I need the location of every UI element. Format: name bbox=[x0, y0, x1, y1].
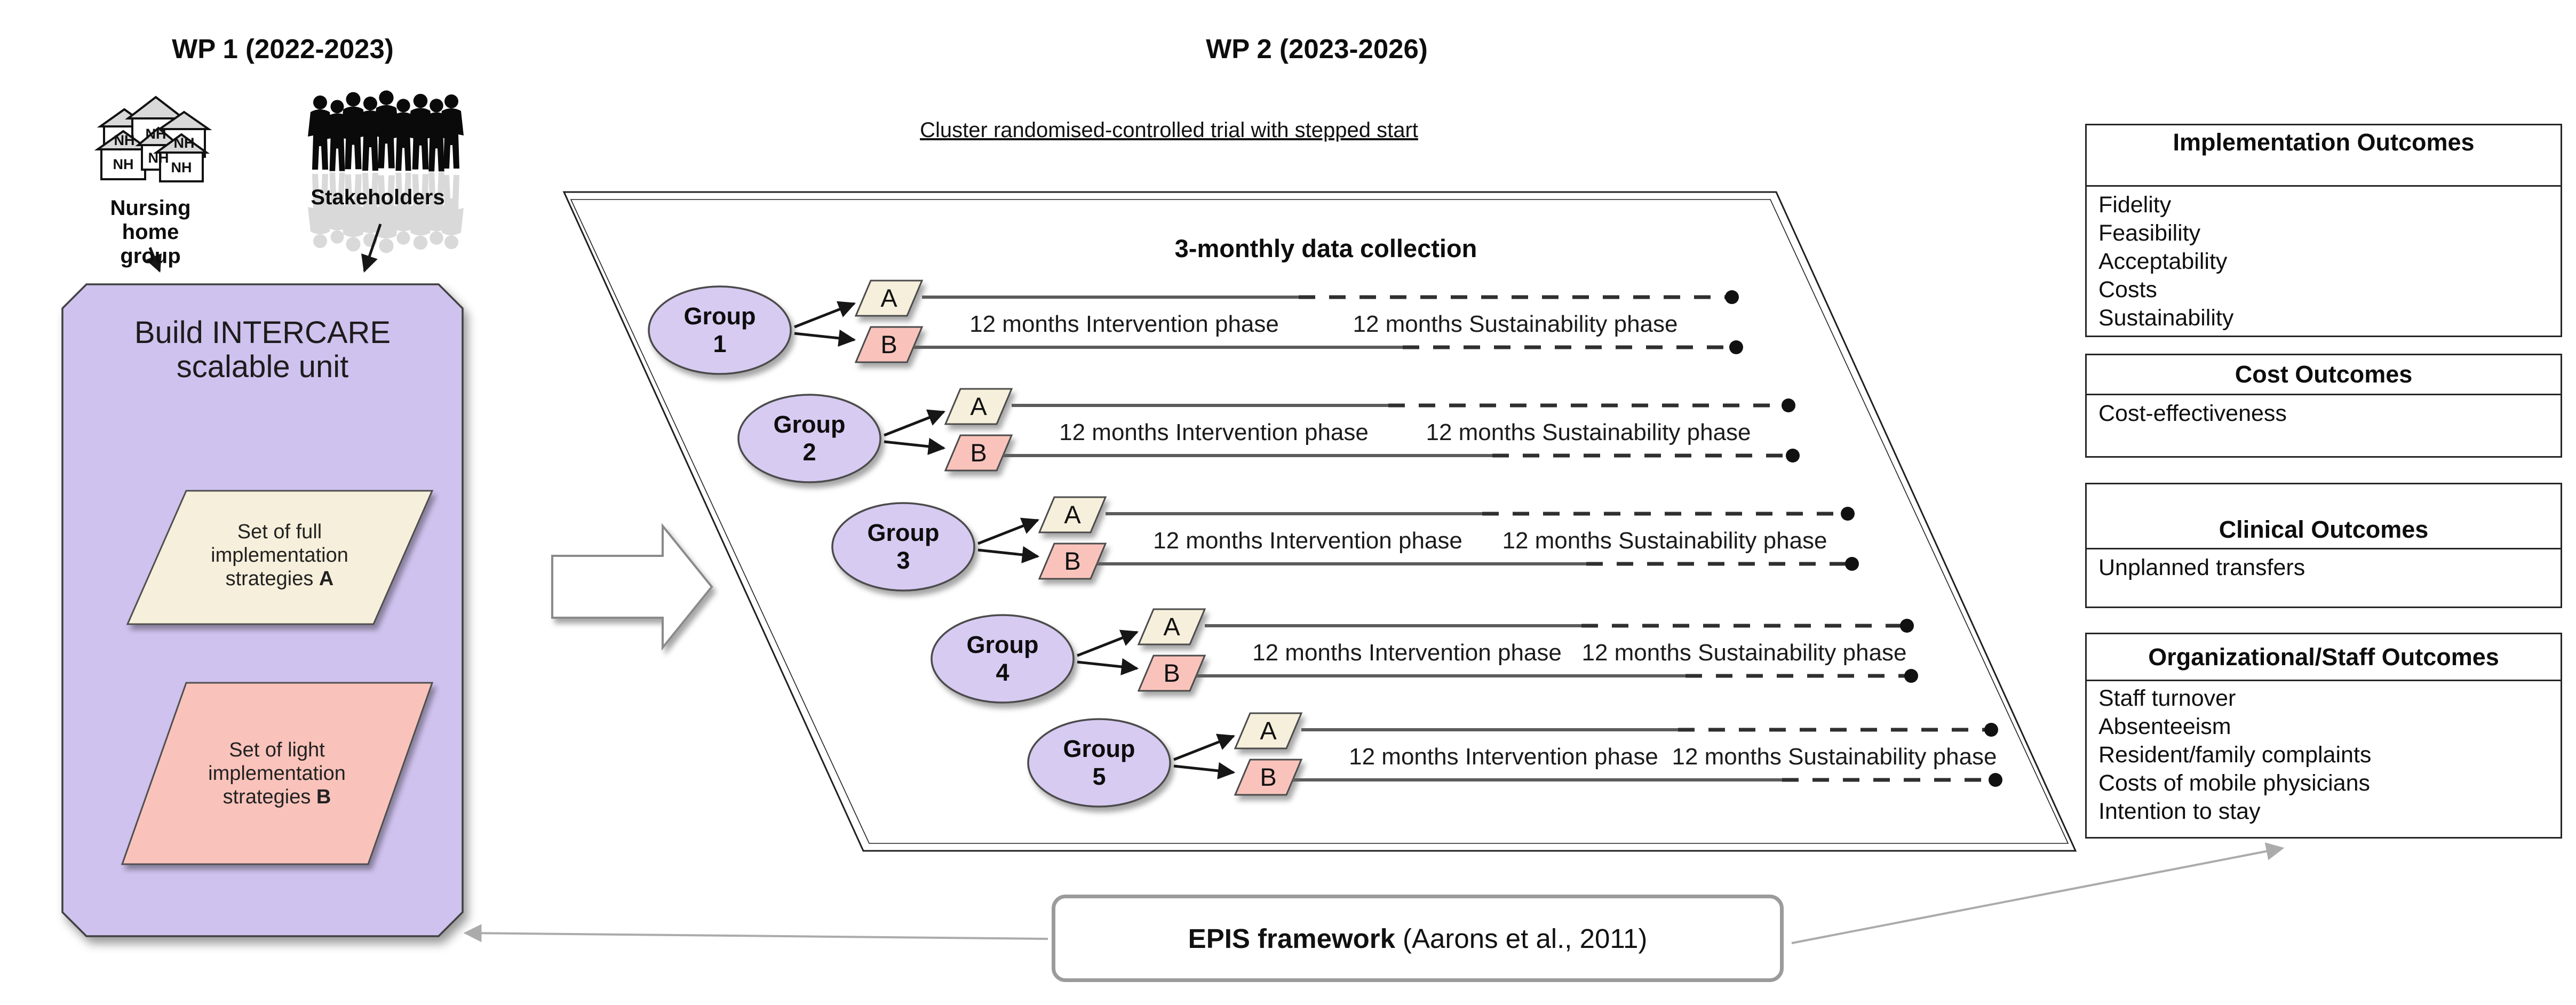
group-2-sustainability-label: 12 months Sustainability phase bbox=[1426, 419, 1751, 445]
group-2-intervention-label: 12 months Intervention phase bbox=[1059, 419, 1369, 445]
group-3-row bbox=[831, 496, 1859, 592]
epis-framework-box: EPIS framework (Aarons et al., 2011) bbox=[1052, 895, 1784, 982]
outcome-item: Acceptability bbox=[2098, 249, 2228, 274]
group-4-intervention-label: 12 months Intervention phase bbox=[1252, 640, 1562, 666]
trial-parallelogram-outer bbox=[562, 191, 2077, 852]
stakeholders-to-box-arrow bbox=[361, 224, 382, 273]
outcome-item: Intention to stay bbox=[2098, 799, 2261, 824]
group-2-arm-a: A bbox=[970, 392, 987, 420]
group-2-arm-b: B bbox=[970, 438, 987, 467]
group-1-sustainability-label: 12 months Sustainability phase bbox=[1353, 311, 1678, 337]
group-5-row bbox=[1027, 712, 2002, 808]
nursing-home-label: Nursing home group bbox=[110, 196, 191, 268]
group-1-intervention-label: 12 months Intervention phase bbox=[969, 311, 1279, 337]
strategy-a-shape bbox=[126, 490, 434, 625]
crowd-reflection bbox=[308, 172, 464, 253]
cost-outcomes-list: Cost-effectiveness bbox=[2087, 395, 2561, 428]
trial-parallelogram-inner bbox=[570, 199, 2069, 844]
nursing-home-icon: NH NH NH NH NH NH bbox=[94, 95, 212, 182]
group-3-sustainability-label: 12 months Sustainability phase bbox=[1502, 528, 1827, 554]
outcome-item: Costs bbox=[2098, 277, 2157, 302]
wp1-to-wp2-block-arrow bbox=[551, 523, 713, 651]
svg-text:NH: NH bbox=[114, 132, 135, 148]
outcome-item: Resident/family complaints bbox=[2098, 742, 2372, 768]
group-1-arm-a: A bbox=[880, 284, 897, 312]
strategy-b-shape bbox=[121, 682, 434, 865]
outcome-item: Absenteeism bbox=[2098, 714, 2231, 739]
epis-framework-title: EPIS framework bbox=[1188, 923, 1395, 954]
epis-framework-citation: (Aarons et al., 2011) bbox=[1403, 923, 1648, 954]
epis-to-wp1-arrow bbox=[463, 924, 1048, 943]
group-2-row bbox=[737, 388, 1800, 483]
cost-outcomes-title: Cost Outcomes bbox=[2087, 355, 2561, 395]
group-4-row bbox=[931, 608, 1918, 704]
data-collection-label: 3-monthly data collection bbox=[1174, 234, 1477, 262]
outcome-item: Staff turnover bbox=[2098, 685, 2236, 711]
group-4-arm-a: A bbox=[1163, 612, 1180, 641]
organizational-staff-outcomes-list: Staff turnover Absenteeism Resident/fami… bbox=[2087, 681, 2561, 826]
group-3-arm-a: A bbox=[1064, 500, 1081, 529]
svg-text:NH: NH bbox=[171, 159, 192, 176]
outcome-item: Cost-effectiveness bbox=[2098, 401, 2287, 426]
implementation-outcomes-box: Implementation Outcomes Fidelity Feasibi… bbox=[2085, 124, 2562, 337]
stakeholders-label: Stakeholders bbox=[311, 186, 445, 209]
outcome-item: Feasibility bbox=[2098, 220, 2201, 246]
outcome-item: Fidelity bbox=[2098, 192, 2172, 218]
clinical-outcomes-box: Clinical Outcomes Unplanned transfers bbox=[2085, 483, 2562, 608]
wp1-title: WP 1 (2022-2023) bbox=[172, 34, 394, 64]
svg-text:NH: NH bbox=[113, 156, 134, 172]
clinical-outcomes-list: Unplanned transfers bbox=[2087, 549, 2561, 582]
group-3-arm-b: B bbox=[1064, 547, 1081, 575]
strategy-a-label: Set of full implementation strategies A bbox=[211, 521, 348, 590]
group-3-intervention-label: 12 months Intervention phase bbox=[1153, 528, 1462, 554]
implementation-outcomes-title: Implementation Outcomes bbox=[2087, 125, 2561, 187]
group-5-arm-a: A bbox=[1260, 716, 1277, 745]
build-intercare-title: Build INTERCARE scalable unit bbox=[134, 315, 391, 384]
wp2-title: WP 2 (2023-2026) bbox=[1206, 34, 1428, 64]
group-1-arm-b: B bbox=[880, 330, 897, 358]
organizational-staff-outcomes-title: Organizational/Staff Outcomes bbox=[2087, 634, 2561, 681]
outcome-item: Unplanned transfers bbox=[2098, 555, 2305, 580]
group-5-sustainability-label: 12 months Sustainability phase bbox=[1672, 744, 1997, 770]
implementation-outcomes-list: Fidelity Feasibility Acceptability Costs… bbox=[2087, 187, 2561, 332]
cost-outcomes-box: Cost Outcomes Cost-effectiveness bbox=[2085, 354, 2562, 458]
svg-text:NH: NH bbox=[174, 135, 195, 151]
organizational-staff-outcomes-box: Organizational/Staff Outcomes Staff turn… bbox=[2085, 633, 2562, 839]
stakeholders-icon bbox=[308, 90, 464, 253]
strategy-b-label: Set of light implementation strategies B bbox=[208, 739, 346, 808]
epis-to-outcomes-arrow bbox=[1791, 842, 2285, 944]
group-4-sustainability-label: 12 months Sustainability phase bbox=[1581, 640, 1907, 666]
outcome-item: Costs of mobile physicians bbox=[2098, 770, 2371, 796]
svg-text:NH: NH bbox=[148, 150, 169, 166]
trial-subtitle: Cluster randomised-controlled trial with… bbox=[920, 118, 1418, 142]
outcome-item: Sustainability bbox=[2098, 305, 2234, 331]
group-1-row bbox=[648, 280, 1743, 375]
group-5-arm-b: B bbox=[1260, 763, 1277, 791]
nursing-home-to-box-arrow bbox=[145, 247, 162, 273]
group-4-arm-b: B bbox=[1163, 659, 1180, 687]
clinical-outcomes-title: Clinical Outcomes bbox=[2087, 484, 2561, 549]
group-5-intervention-label: 12 months Intervention phase bbox=[1349, 744, 1658, 770]
svg-text:NH: NH bbox=[146, 126, 166, 142]
